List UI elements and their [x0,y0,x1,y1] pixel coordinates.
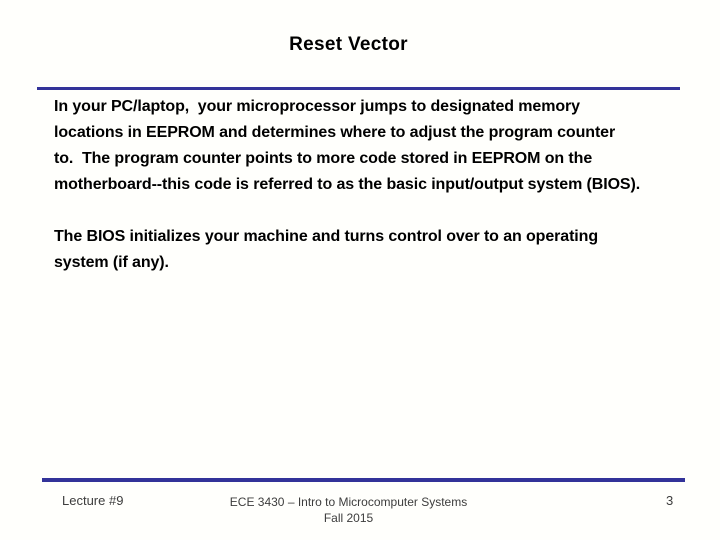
slide-title: Reset Vector [289,34,408,55]
footer-course-line2: Fall 2015 [323,511,374,525]
text-line: to. The program counter points to more c… [54,150,593,167]
footer-divider-line [42,478,685,482]
footer-course-line1: ECE 3430 – Intro to Microcomputer System… [229,495,468,509]
footer-page-number: 3 [666,493,674,508]
text-line: system (if any). [54,254,169,271]
text-line: locations in EEPROM and determines where… [54,124,616,141]
text-line: In your PC/laptop, your microprocessor j… [54,98,580,115]
slide-body: In your PC/laptop, your microprocessor j… [54,94,694,302]
footer-lecture-label: Lecture #9 [62,493,124,508]
footer-course-label: ECE 3430 – Intro to Microcomputer System… [0,494,697,526]
text-line: The BIOS initializes your machine and tu… [54,228,598,245]
body-paragraph-2: The BIOS initializes your machine and tu… [54,224,694,276]
text-line: motherboard--this code is referred to as… [54,176,641,193]
title-divider-line [37,87,680,90]
body-paragraph-1: In your PC/laptop, your microprocessor j… [54,94,694,198]
